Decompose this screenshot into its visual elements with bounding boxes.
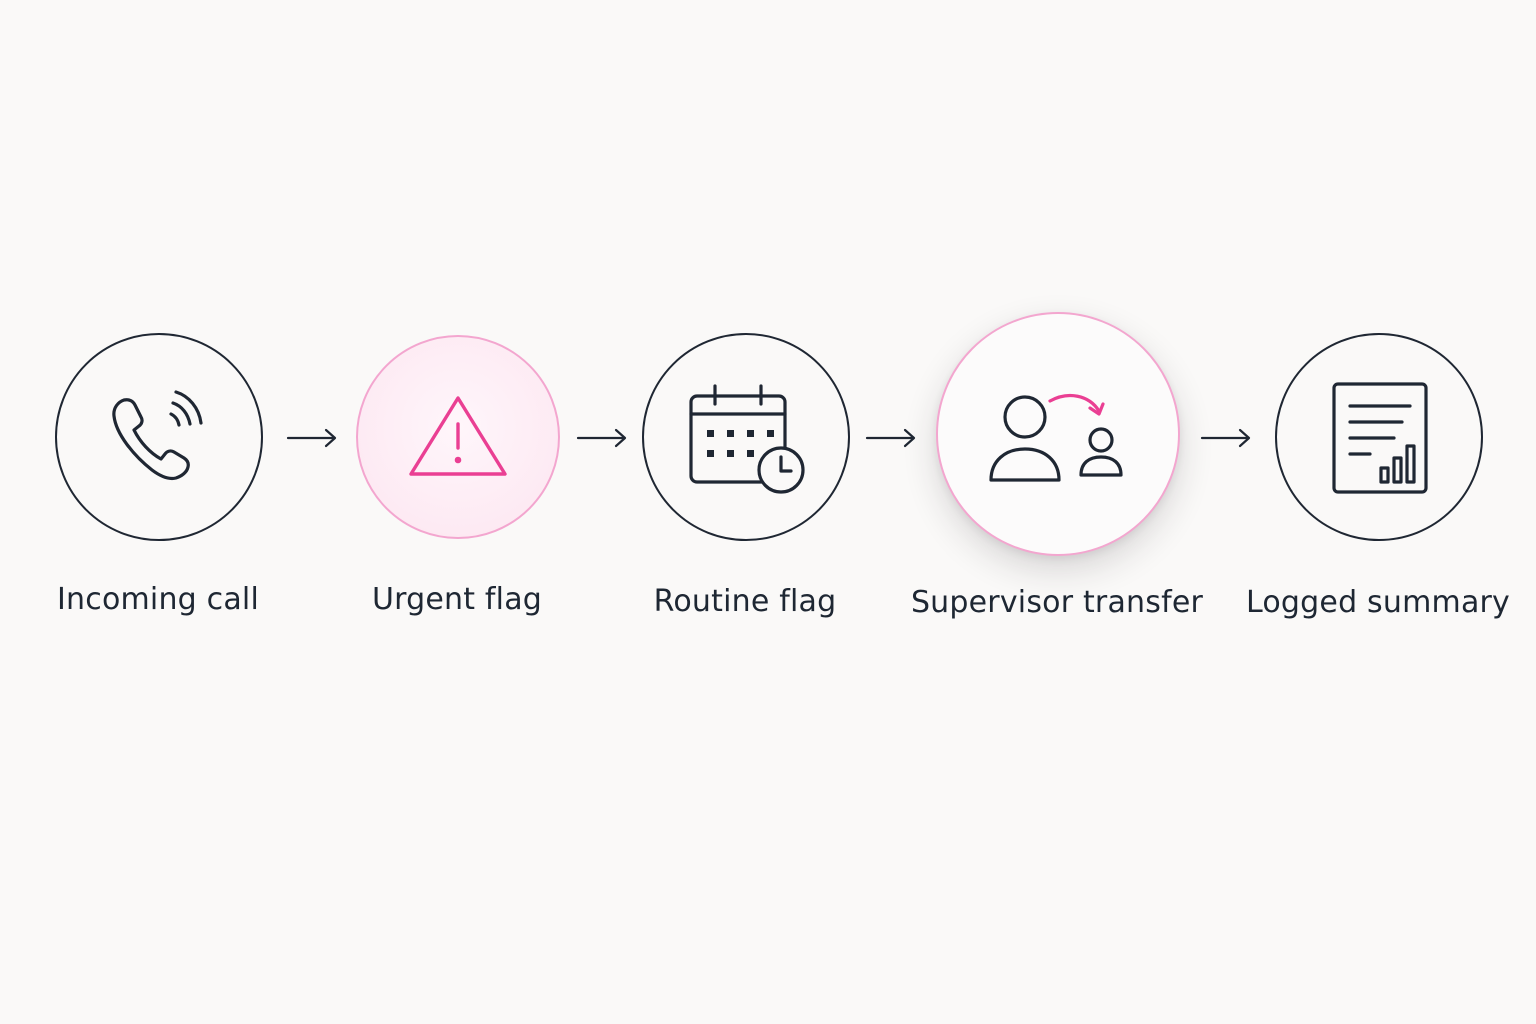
flow-arrow-4 xyxy=(1200,426,1254,450)
warning-triangle-icon xyxy=(403,382,513,492)
step-supervisor-transfer xyxy=(936,312,1180,556)
step-label-supervisor-transfer: Supervisor transfer xyxy=(910,585,1204,620)
step-label-urgent-flag: Urgent flag xyxy=(371,582,543,617)
step-logged-summary xyxy=(1275,333,1483,541)
step-urgent-flag xyxy=(356,335,560,539)
step-routine-flag xyxy=(642,333,850,541)
flow-arrow-3 xyxy=(865,426,919,450)
step-label-logged-summary: Logged summary xyxy=(1245,585,1511,620)
flow-arrow-1 xyxy=(286,426,340,450)
step-incoming-call xyxy=(55,333,263,541)
user-transfer-icon xyxy=(983,369,1133,499)
phone-ringing-icon xyxy=(94,372,224,502)
report-chart-icon xyxy=(1324,372,1434,502)
step-label-routine-flag: Routine flag xyxy=(653,584,837,619)
step-label-incoming-call: Incoming call xyxy=(56,582,260,617)
flow-arrow-2 xyxy=(576,426,630,450)
calendar-clock-icon xyxy=(681,372,811,502)
